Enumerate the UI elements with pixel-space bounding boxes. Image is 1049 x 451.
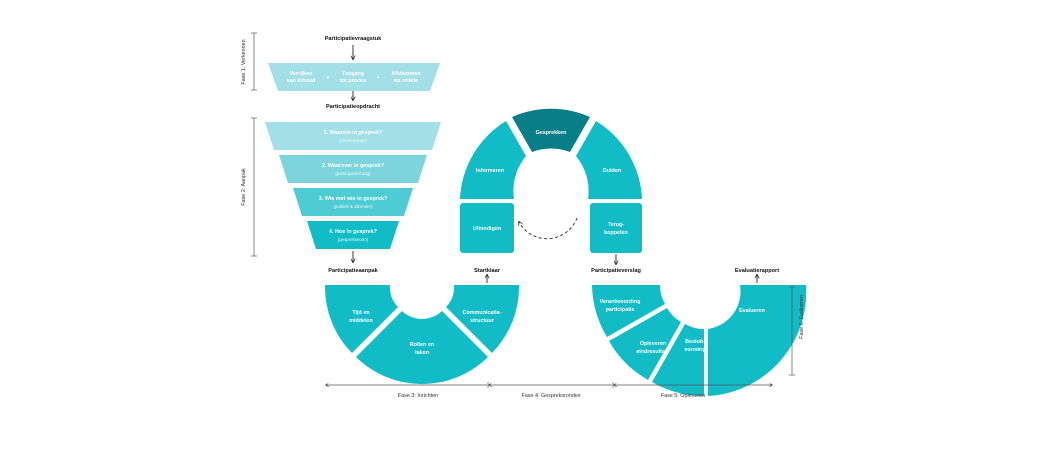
segment-informeren [460, 121, 526, 199]
segment-terugkoppelen-line1: Terug- [608, 222, 625, 228]
funnel-step-2-title: 2. Waarover in gesprek? [322, 163, 384, 169]
phase-label-fase1: Fase 1: Verkennen [241, 39, 247, 84]
funnel-step-1 [265, 122, 441, 150]
phase-bracket-fase2: Fase 2: Aanpak [241, 117, 257, 257]
verkennen-item1-line2: van inhoud [287, 78, 316, 84]
segment-informeren-label: Informeren [476, 168, 504, 174]
segment-besluit-line1: Besluit- [685, 339, 705, 345]
segment-rollen-line1: Rollen en [410, 342, 434, 348]
label-participatieverslag: Participatieverslag [591, 268, 641, 274]
label-participatieaanpak: Participatieaanpak [328, 268, 378, 274]
funnel-step-4-title: 4. Hoe in gesprek? [329, 229, 377, 235]
segment-uitnodigen [460, 203, 514, 253]
phase-label-fase6: Fase 6: Evalueren [799, 295, 805, 339]
phase-label-fase5: Fase 5: Opleveren [661, 393, 705, 399]
segment-verantwoording-participatie [592, 285, 665, 337]
funnel-step-1-sub: (eindresultaat) [339, 138, 368, 143]
verkennen-box [268, 63, 440, 91]
phase-bracket-fase1: Fase 1: Verkennen [241, 32, 257, 91]
label-participatievraagstuk: Participatievraagstuk [325, 36, 382, 42]
phase-label-fase3: Fase 3: Inrichten [398, 393, 438, 399]
segment-besluit-line2: vorming [684, 347, 705, 353]
phase-bracket-fase6: Fase 6: Evalueren [789, 286, 805, 376]
label-evaluatierapport: Evaluatierapport [735, 268, 779, 274]
segment-communicatie-line2: structuur [470, 318, 495, 324]
label-startklaar: Startklaar [474, 268, 501, 274]
segment-tijd-line2: middelen [349, 318, 373, 324]
funnel-step-3-sub: (publiek & afzender) [333, 204, 373, 209]
phase-label-fase4: Fase 4: Gespreksrondes [521, 393, 580, 399]
segment-gesprekken-label: Gesprekken [536, 130, 567, 136]
segment-communicatie-line1: Communicatie- [463, 310, 502, 316]
segment-communicatiestructuur [446, 285, 520, 353]
funnel-step-4 [307, 221, 399, 249]
funnel-step-1-title: 1. Waarom in gesprek? [324, 130, 383, 136]
cycle-arrow-icon [519, 217, 578, 240]
segment-verantwoording-line1: Verantwoording [600, 299, 641, 305]
segment-opleveren-eindresultaat [609, 308, 681, 380]
verkennen-item3-line1: Afstemmen [391, 71, 420, 77]
segment-evalueren-label: Evalueren [739, 308, 765, 314]
label-participatieopdracht: Participatieopdracht [326, 104, 380, 110]
verkennen-item3-line2: op relatie [394, 78, 418, 84]
segment-terugkoppelen-line2: koppelen [604, 230, 628, 236]
segment-uitnodigen-label: Uitnodigen [473, 226, 501, 232]
segment-evalueren [708, 285, 807, 396]
segment-rollen-en-taken [356, 311, 488, 385]
segment-besluitvorming [652, 324, 704, 396]
segment-tijd-line1: Tijd en [352, 310, 369, 316]
funnel-step-3-title: 3. Wie met wie in gesprek? [319, 196, 388, 202]
verkennen-item2-line1: Toegang [342, 71, 364, 77]
funnel-step-2 [279, 155, 427, 183]
funnel-step-2-sub: (participatievraag) [335, 171, 371, 176]
segment-tijd-en-middelen [324, 285, 398, 353]
segment-opleveren-line2: eindresultaat [636, 349, 670, 355]
phase-label-fase2: Fase 2: Aanpak [241, 168, 247, 206]
segment-gesprekken [512, 108, 590, 152]
plus-icon: + [326, 75, 329, 81]
segment-opleveren-line1: Opleveren [640, 341, 666, 347]
phase-axis-bottom: Fase 3: Inrichten Fase 4: Gespreksrondes… [326, 382, 772, 399]
verkennen-item2-line2: tot proces [340, 78, 366, 84]
segment-terugkoppelen [590, 203, 642, 253]
segment-duiden [576, 121, 642, 199]
plus-icon: + [376, 75, 379, 81]
funnel-step-3 [293, 188, 413, 216]
funnel-step-4-sub: (gespreksvorm) [338, 237, 369, 242]
segment-verantwoording-line2: participatie [606, 307, 635, 313]
segment-duiden-label: Duiden [603, 168, 621, 174]
segment-rollen-line2: taken [415, 350, 429, 356]
verkennen-item1-line1: Verrijken [290, 71, 313, 77]
